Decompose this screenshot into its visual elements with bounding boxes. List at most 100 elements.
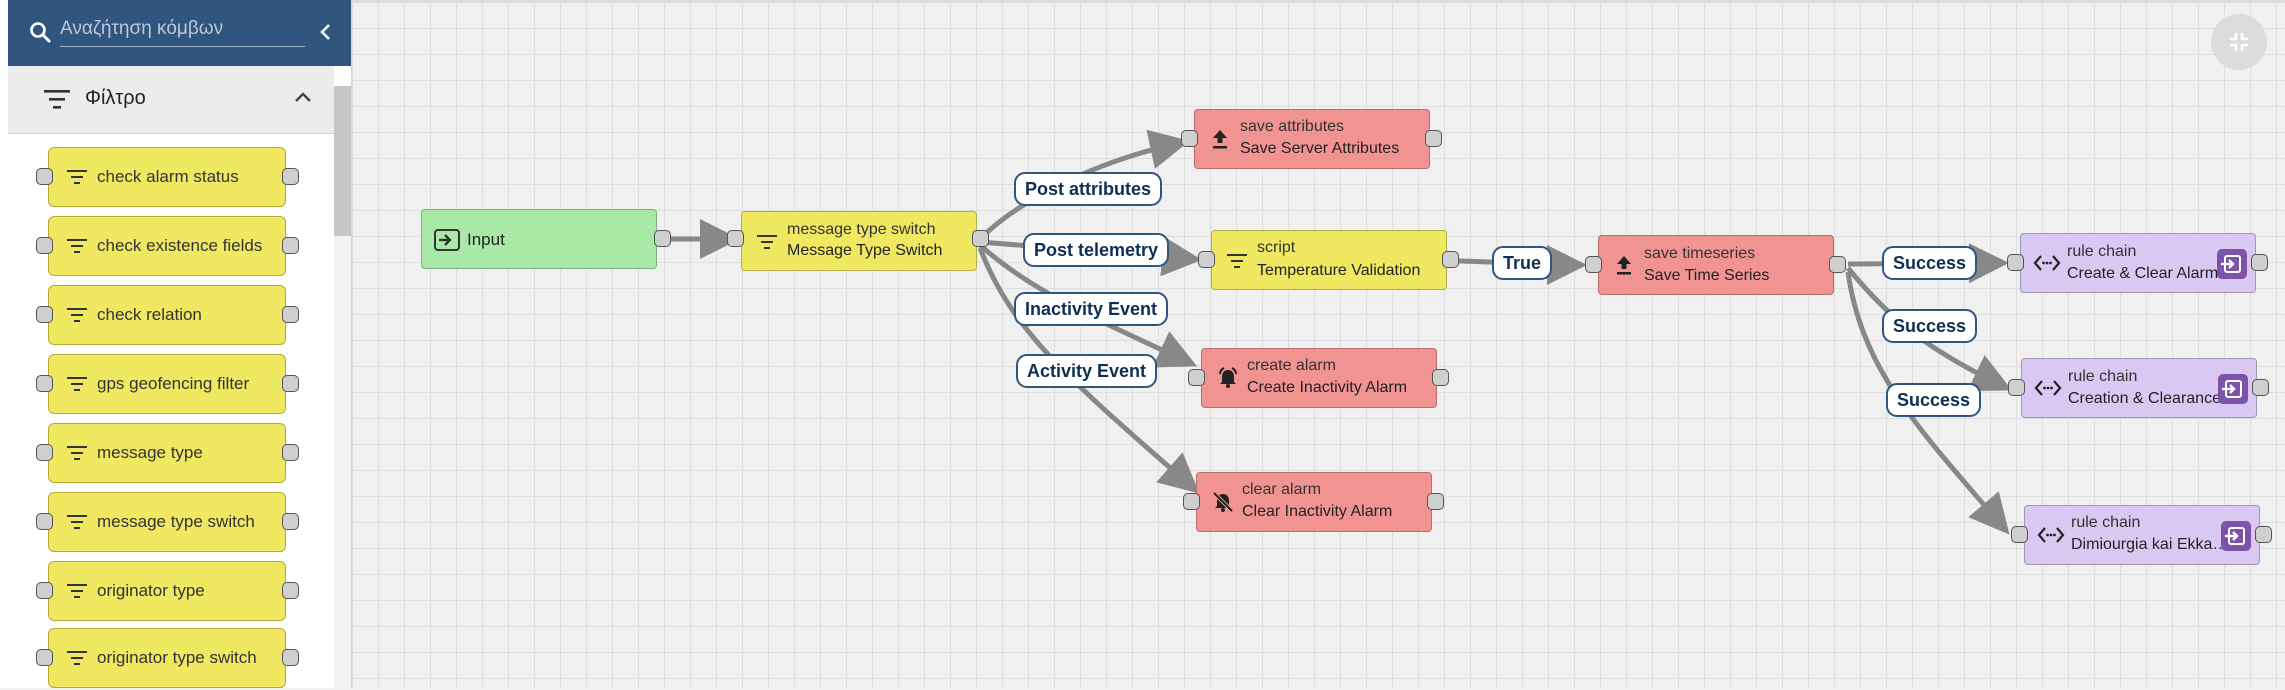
- clear-alarm-out-port[interactable]: [1427, 493, 1444, 510]
- node-name: Temperature Validation: [1257, 262, 1421, 279]
- rule-chain-canvas[interactable]: Input message type switch Message Type S…: [352, 0, 2285, 688]
- node-name: Dimiourgia kai Ekkatharisi: [2071, 536, 2231, 553]
- library-node-check-alarm-status[interactable]: check alarm status: [48, 147, 286, 207]
- create-alarm-in-port[interactable]: [1188, 369, 1205, 386]
- library-node-gps-geofencing-filter[interactable]: gps geofencing filter: [48, 354, 286, 414]
- alarm-icon: [1219, 367, 1237, 388]
- node-name: Creation & Clearance: [2068, 390, 2221, 407]
- filter-icon: [67, 446, 87, 460]
- input-icon: [434, 229, 460, 251]
- script-out-port[interactable]: [1442, 251, 1459, 268]
- rule-chain-3-in-port[interactable]: [2011, 526, 2028, 543]
- library-node-out-port: [282, 237, 299, 254]
- node-name: Clear Inactivity Alarm: [1242, 503, 1393, 520]
- library-node-originator-type[interactable]: originator type: [48, 561, 286, 621]
- switch-node-in-port[interactable]: [727, 230, 744, 247]
- library-node-in-port: [36, 582, 53, 599]
- library-node-label: check existence fields: [97, 236, 263, 255]
- clear-alarm-node[interactable]: clear alarm Clear Inactivity Alarm: [1196, 472, 1432, 532]
- edge-label-success-1[interactable]: Success: [1882, 246, 1978, 280]
- library-node-check-existence-fields[interactable]: check existence fields: [48, 216, 286, 276]
- library-node-label: message type switch: [97, 512, 255, 531]
- edge-label-success-3[interactable]: Success: [1886, 383, 1982, 417]
- save-timeseries-out-port[interactable]: [1829, 256, 1846, 273]
- fullscreen-exit-button[interactable]: [2211, 14, 2267, 70]
- clear-alarm-in-port[interactable]: [1183, 493, 1200, 510]
- search-bar: [8, 0, 351, 66]
- search-icon: [30, 22, 51, 43]
- input-node[interactable]: Input: [421, 209, 657, 269]
- library-node-message-type-switch[interactable]: message type switch: [48, 492, 286, 552]
- library-node-out-port: [282, 444, 299, 461]
- input-node-out-port[interactable]: [654, 230, 671, 247]
- upload-icon: [1617, 256, 1631, 275]
- library-node-check-relation[interactable]: check relation: [48, 285, 286, 345]
- library-node-label: originator type switch: [97, 648, 257, 667]
- message-type-switch-node[interactable]: message type switch Message Type Switch: [741, 211, 977, 271]
- script-node[interactable]: script Temperature Validation: [1211, 230, 1447, 290]
- save-timeseries-node[interactable]: save timeseries Save Time Series: [1598, 235, 1834, 295]
- node-name: Save Time Series: [1644, 267, 1770, 284]
- library-node-in-port: [36, 375, 53, 392]
- node-type: script: [1257, 239, 1296, 256]
- library-node-label: message type: [97, 443, 203, 462]
- edge-label-inactivity-event[interactable]: Inactivity Event: [1014, 292, 1169, 326]
- edge-label-post-telemetry[interactable]: Post telemetry: [1023, 233, 1170, 267]
- search-input[interactable]: [60, 12, 305, 47]
- save-attributes-out-port[interactable]: [1425, 130, 1442, 147]
- rule-chain-node-3[interactable]: rule chain Dimiourgia kai Ekkatharisi: [2024, 505, 2260, 565]
- node-name: Create Inactivity Alarm: [1247, 379, 1408, 396]
- library-node-in-port: [36, 649, 53, 666]
- sidebar-scrollbar-thumb[interactable]: [334, 86, 351, 236]
- node-type: message type switch: [787, 221, 936, 238]
- edge-label-post-attributes[interactable]: Post attributes: [1014, 172, 1163, 206]
- rule-chain-1-in-port[interactable]: [2007, 254, 2024, 271]
- connection-layer: [668, 129, 2013, 535]
- create-alarm-out-port[interactable]: [1432, 369, 1449, 386]
- code-icon: [2034, 380, 2062, 396]
- rule-chain-2-in-port[interactable]: [2008, 379, 2025, 396]
- library-node-out-port: [282, 168, 299, 185]
- create-alarm-node[interactable]: create alarm Create Inactivity Alarm: [1201, 348, 1437, 408]
- login-icon[interactable]: [2217, 249, 2247, 279]
- code-icon: [2037, 527, 2065, 543]
- node-library-sidebar: Φίλτρο check alarm status check existenc…: [0, 0, 352, 688]
- rule-chain-1-out-port[interactable]: [2251, 254, 2268, 271]
- node-type: save attributes: [1240, 118, 1345, 135]
- sidebar-scrollbar-track[interactable]: [334, 86, 351, 688]
- rule-chain-node-1[interactable]: rule chain Create & Clear Alarms: [2020, 233, 2256, 293]
- filter-section-header[interactable]: Φίλτρο: [8, 66, 334, 134]
- filter-icon: [44, 90, 70, 109]
- library-node-label: check alarm status: [97, 167, 239, 186]
- library-node-message-type[interactable]: message type: [48, 423, 286, 483]
- edge-label-true[interactable]: True: [1492, 246, 1553, 280]
- library-node-label: check relation: [97, 305, 202, 324]
- save-timeseries-in-port[interactable]: [1585, 256, 1602, 273]
- node-type: create alarm: [1247, 357, 1336, 374]
- library-node-in-port: [36, 513, 53, 530]
- edge-label-activity-event[interactable]: Activity Event: [1016, 354, 1158, 388]
- save-attributes-in-port[interactable]: [1181, 130, 1198, 147]
- edge-label-success-2[interactable]: Success: [1882, 309, 1978, 343]
- library-node-originator-type-switch[interactable]: originator type switch: [48, 628, 286, 688]
- filter-icon: [1227, 254, 1247, 268]
- rule-chain-3-out-port[interactable]: [2255, 526, 2272, 543]
- filter-icon: [67, 515, 87, 529]
- script-in-port[interactable]: [1198, 251, 1215, 268]
- filter-section-title: Φίλτρο: [85, 87, 146, 109]
- library-node-in-port: [36, 168, 53, 185]
- node-type: save timeseries: [1644, 245, 1756, 262]
- rule-chain-node-2[interactable]: rule chain Creation & Clearance: [2021, 358, 2257, 418]
- filter-icon: [67, 308, 87, 322]
- library-node-label: gps geofencing filter: [97, 374, 250, 393]
- filter-icon: [757, 235, 777, 249]
- library-node-in-port: [36, 237, 53, 254]
- library-node-in-port: [36, 444, 53, 461]
- rule-chain-2-out-port[interactable]: [2252, 379, 2269, 396]
- chevron-left-icon[interactable]: [314, 20, 338, 44]
- chevron-up-icon[interactable]: [291, 86, 315, 110]
- switch-node-out-port[interactable]: [972, 230, 989, 247]
- login-icon[interactable]: [2221, 521, 2251, 551]
- login-icon[interactable]: [2218, 374, 2248, 404]
- save-attributes-node[interactable]: save attributes Save Server Attributes: [1194, 109, 1430, 169]
